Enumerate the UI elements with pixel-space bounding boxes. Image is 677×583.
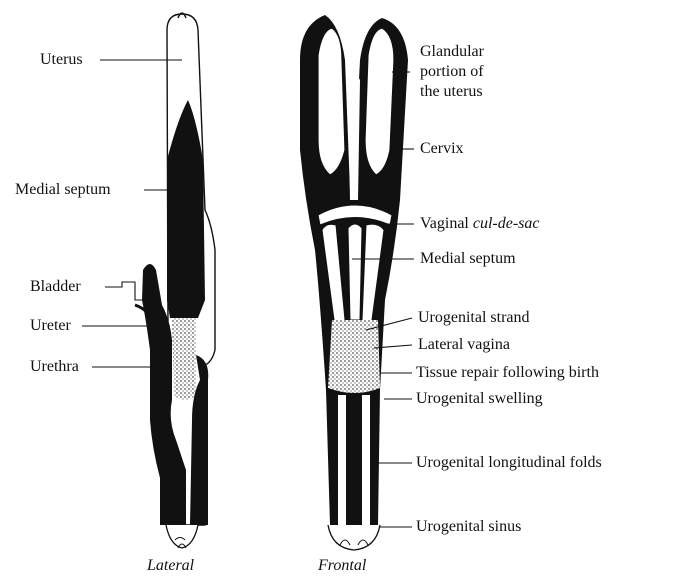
label-urethra: Urethra [30,357,79,377]
caption-frontal: Frontal [318,557,366,575]
label-vaginal-cul-de-sac: Vaginal cul-de-sac [420,214,540,234]
caption-lateral: Lateral [147,557,194,575]
frontal-right-fold-gap [362,395,370,525]
label-lateral-medial-septum: Medial septum [15,180,111,200]
label-glandular-line3: the uterus [420,82,484,102]
lateral-stipple-area [172,318,196,400]
label-cervix: Cervix [420,139,464,159]
label-tissue-repair: Tissue repair following birth [416,363,599,383]
frontal-left-fold-gap [338,395,346,525]
frontal-view [300,15,408,550]
label-urogenital-swelling: Urogenital swelling [416,389,543,409]
frontal-left-gland-lumen [318,28,345,175]
label-lateral-vagina: Lateral vagina [418,335,510,355]
label-ureter: Ureter [30,316,71,336]
frontal-bottom-opening [328,525,380,550]
frontal-right-gland-lumen [365,28,394,175]
label-urogenital-folds: Urogenital longitudinal folds [416,453,602,473]
label-urogenital-sinus: Urogenital sinus [416,517,521,537]
frontal-cervix-lumen [348,75,360,200]
label-bladder: Bladder [30,277,81,297]
label-uterus: Uterus [40,50,83,70]
lateral-view [135,13,215,548]
frontal-stipple-area [328,320,380,393]
label-glandular-portion: Glandular portion of the uterus [420,42,484,102]
label-frontal-medial-septum: Medial septum [420,249,516,269]
label-vaginal-prefix: Vaginal [420,215,473,232]
label-cul-de-sac: cul-de-sac [473,215,540,232]
frontal-medial-septum-lumen [348,224,362,320]
lateral-bottom-opening [166,525,198,548]
label-glandular-line1: Glandular [420,42,484,62]
label-glandular-line2: portion of [420,62,484,82]
label-urogenital-strand: Urogenital strand [418,308,530,328]
